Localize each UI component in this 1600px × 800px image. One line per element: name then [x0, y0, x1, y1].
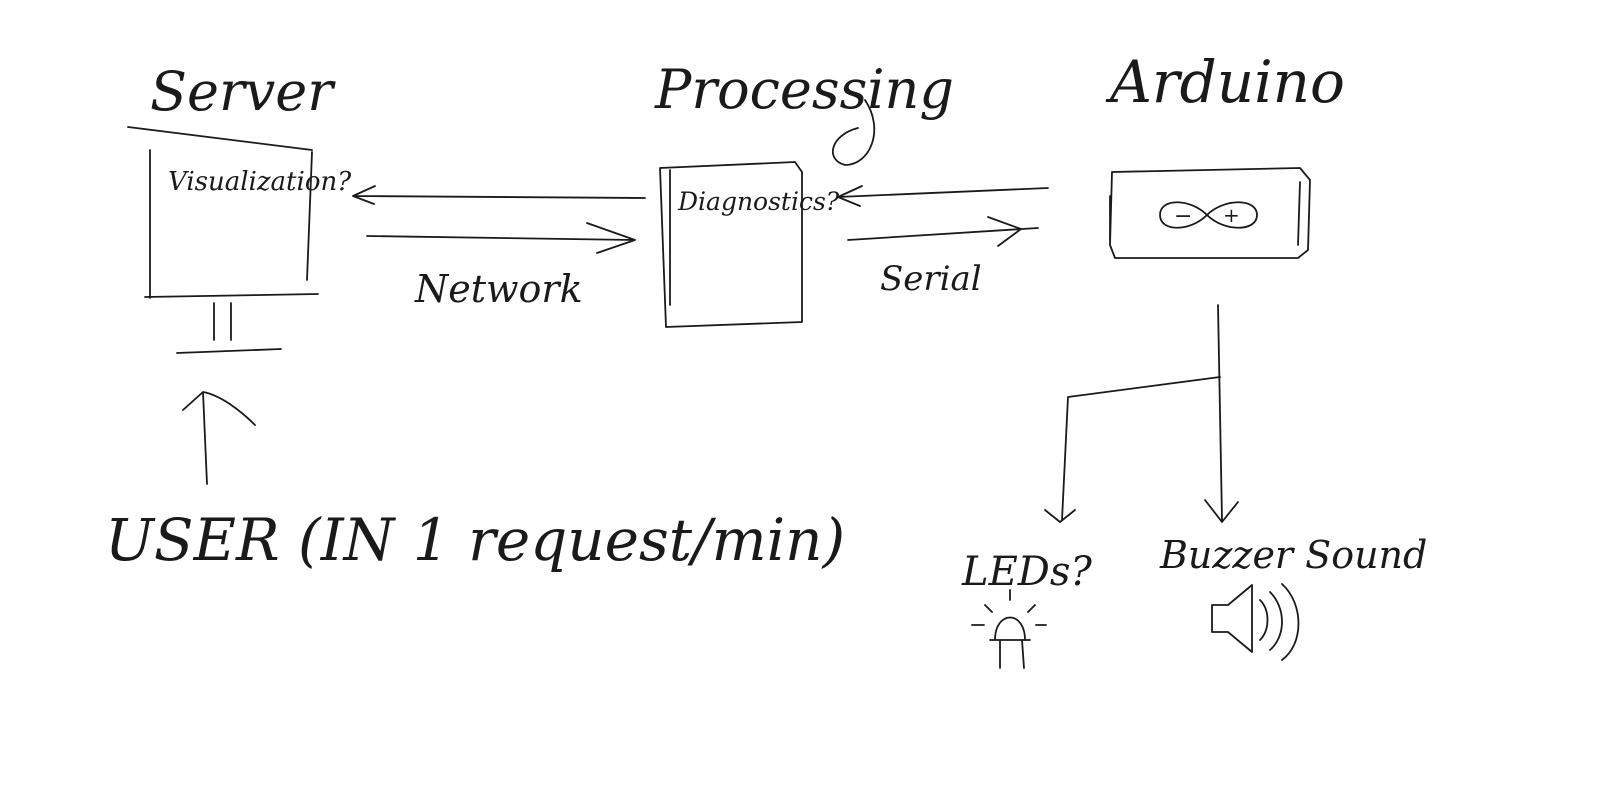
led-icon	[971, 589, 1047, 669]
processing-descender-loop	[832, 99, 876, 166]
speaker-icon	[1211, 583, 1300, 661]
arrow-arduino-to-processing	[837, 185, 1049, 207]
serial-link: Serial	[837, 185, 1049, 299]
arduino-minus-symbol: −	[1174, 204, 1192, 229]
leds-output: LEDs?	[961, 549, 1092, 669]
server-title: Server	[150, 60, 336, 123]
arduino-board-icon: − +	[1109, 167, 1311, 259]
network-label: Network	[414, 267, 583, 311]
processing-box	[659, 161, 803, 328]
arduino-title: Arduino	[1105, 48, 1345, 116]
processing-node: Processing Diagnostics?	[654, 58, 954, 328]
server-monitor-icon	[127, 126, 319, 354]
network-link: Network	[352, 185, 646, 311]
user-node: USER (IN 1 request/min)	[105, 391, 845, 574]
user-label: USER (IN 1 request/min)	[105, 506, 845, 574]
processing-title: Processing	[654, 58, 954, 121]
arrow-processing-to-server	[352, 185, 646, 205]
arrow-processing-to-arduino	[847, 216, 1039, 247]
arrow-user-to-server	[182, 391, 256, 485]
arduino-plus-symbol: +	[1223, 203, 1240, 227]
server-node: Server Visualization?	[127, 60, 352, 354]
serial-label: Serial	[880, 259, 982, 299]
server-visualization-label: Visualization?	[168, 167, 352, 197]
processing-diagnostics-label: Diagnostics?	[677, 187, 840, 216]
buzzer-label: Buzzer Sound	[1159, 533, 1427, 577]
arduino-output-branches	[1044, 304, 1239, 523]
leds-label: LEDs?	[961, 549, 1092, 595]
buzzer-output: Buzzer Sound	[1159, 533, 1427, 661]
arduino-node: Arduino − +	[1044, 48, 1345, 523]
infinity-icon	[1159, 201, 1258, 229]
arrow-server-to-processing	[366, 222, 636, 254]
